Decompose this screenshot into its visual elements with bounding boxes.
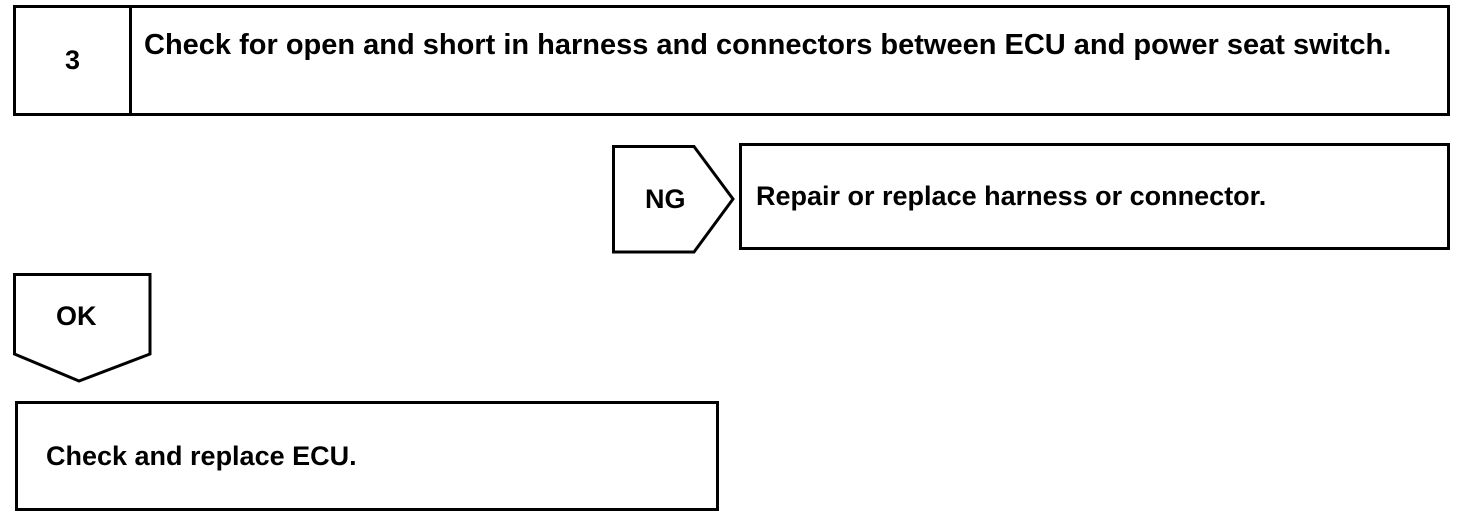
ok-tag-label: OK — [56, 301, 97, 331]
ok-action-box: Check and replace ECU. — [15, 401, 719, 511]
ng-action-box: Repair or replace harness or connector. — [739, 143, 1450, 250]
ok-arrow-tag — [13, 273, 152, 383]
step-number: 3 — [16, 8, 132, 113]
step-box: 3 Check for open and short in harness an… — [13, 5, 1450, 116]
ok-action-text: Check and replace ECU. — [46, 440, 357, 471]
ng-tag-label: NG — [645, 184, 686, 214]
ng-arrow-tag — [612, 145, 735, 254]
ng-action-text: Repair or replace harness or connector. — [756, 181, 1267, 211]
step-title: Check for open and short in harness and … — [144, 29, 1392, 61]
